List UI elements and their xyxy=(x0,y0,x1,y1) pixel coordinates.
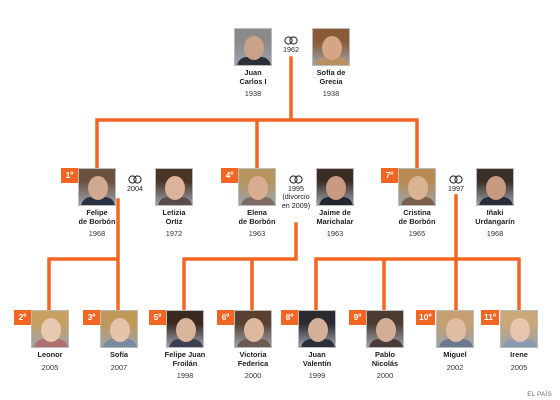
birth-year: 1938 xyxy=(244,89,262,99)
portrait-photo xyxy=(500,310,538,348)
birth-year: 1968 xyxy=(88,229,106,239)
birth-year: 1972 xyxy=(165,229,183,239)
person-name: Sofía xyxy=(109,350,129,359)
marriage-cristina: 1997 xyxy=(436,175,476,193)
succession-badge: 8º xyxy=(281,310,298,325)
person-irene: Irene 2005 xyxy=(474,310,560,372)
birth-year: 1999 xyxy=(308,371,326,381)
line-cristina-children xyxy=(314,194,521,312)
birth-year: 2007 xyxy=(110,362,128,372)
wedding-rings-icon xyxy=(289,175,303,184)
succession-badge: 1º xyxy=(61,168,78,183)
marriage-felipe: 2004 xyxy=(115,175,155,193)
line-root-to-children xyxy=(95,56,419,170)
succession-badge: 2º xyxy=(14,310,31,325)
birth-year: 2000 xyxy=(376,371,394,381)
birth-year: 1968 xyxy=(486,229,504,239)
birth-year: 2005 xyxy=(510,362,528,372)
line-felipe-children xyxy=(47,198,120,312)
marriage-year: 1997 xyxy=(448,184,464,193)
succession-badge: 11º xyxy=(481,310,500,325)
birth-year: 2005 xyxy=(41,362,59,372)
marriage-root: 1962 xyxy=(271,36,311,54)
portrait-photo xyxy=(312,28,350,66)
portrait-photo xyxy=(476,168,514,206)
marriage-year: 1962 xyxy=(283,45,299,54)
portrait-photo xyxy=(31,310,69,348)
wedding-rings-icon xyxy=(284,36,298,45)
person-sofia: Sofía 2007 xyxy=(74,310,164,372)
succession-badge: 7º xyxy=(381,168,398,183)
birth-year: 1963 xyxy=(326,229,344,239)
succession-badge: 5º xyxy=(149,310,166,325)
portrait-photo xyxy=(398,168,436,206)
portrait-photo xyxy=(238,168,276,206)
birth-year: 1938 xyxy=(322,89,340,99)
person-name: Irene xyxy=(510,350,528,359)
portrait-photo xyxy=(234,28,272,66)
line-elena-children xyxy=(182,222,298,312)
source-credit: EL PAÍS xyxy=(527,392,552,398)
portrait-photo xyxy=(316,168,354,206)
portrait-photo xyxy=(298,310,336,348)
person-name: Leonor xyxy=(37,350,63,359)
birth-year: 2002 xyxy=(446,362,464,372)
portrait-photo xyxy=(436,310,474,348)
succession-badge: 4º xyxy=(221,168,238,183)
succession-badge: 10º xyxy=(416,310,435,325)
person-miguel: Miguel 2002 xyxy=(410,310,500,372)
person-leonor: Leonor 2005 xyxy=(5,310,95,372)
succession-badge: 3º xyxy=(83,310,100,325)
portrait-photo xyxy=(166,310,204,348)
birth-year: 2000 xyxy=(244,371,262,381)
wedding-rings-icon xyxy=(128,175,142,184)
portrait-photo xyxy=(155,168,193,206)
portrait-photo xyxy=(100,310,138,348)
person-name: Miguel xyxy=(443,350,467,359)
succession-badge: 9º xyxy=(349,310,366,325)
wedding-rings-icon xyxy=(449,175,463,184)
marriage-year: 2004 xyxy=(127,184,143,193)
portrait-photo xyxy=(78,168,116,206)
birth-year: 1963 xyxy=(248,229,266,239)
birth-year: 1965 xyxy=(408,229,426,239)
portrait-photo xyxy=(234,310,272,348)
succession-badge: 6º xyxy=(217,310,234,325)
portrait-photo xyxy=(366,310,404,348)
birth-year: 1998 xyxy=(176,371,194,381)
